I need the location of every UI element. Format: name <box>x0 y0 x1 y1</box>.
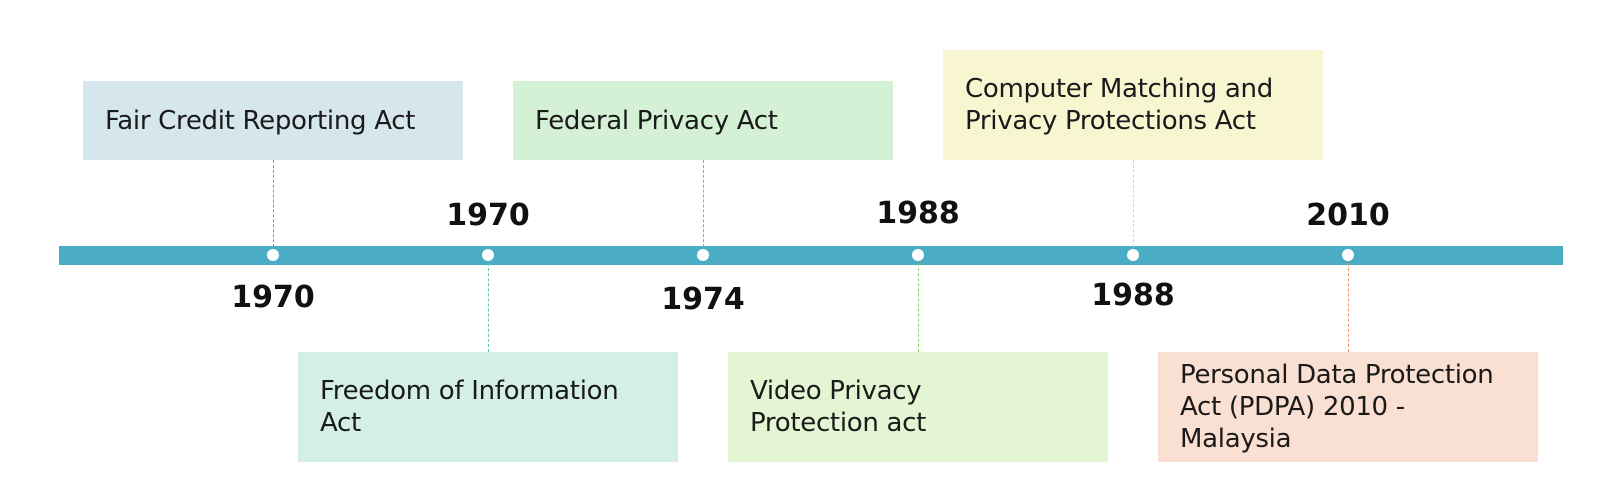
connector-line <box>273 160 274 252</box>
event-label: Computer Matching and Privacy Protection… <box>965 74 1273 136</box>
event-label: Personal Data Protection Act (PDPA) 2010… <box>1180 360 1494 454</box>
connector-line <box>703 160 704 252</box>
event-card: Freedom of Information Act <box>298 352 678 462</box>
event-label: Freedom of Information Act <box>320 376 619 438</box>
event-card: Personal Data Protection Act (PDPA) 2010… <box>1158 352 1538 462</box>
event-year: 1974 <box>661 282 745 317</box>
connector-line <box>1348 258 1349 352</box>
timeline-dot <box>697 249 709 261</box>
timeline-bar <box>59 246 1563 265</box>
connector-line <box>918 258 919 352</box>
event-year: 1970 <box>446 198 530 233</box>
timeline-dot <box>1342 249 1354 261</box>
event-label: Federal Privacy Act <box>535 105 778 136</box>
timeline-dot <box>912 249 924 261</box>
event-card: Video Privacy Protection act <box>728 352 1108 462</box>
event-card: Federal Privacy Act <box>513 81 893 160</box>
event-year: 1988 <box>1091 278 1175 313</box>
event-year: 2010 <box>1306 198 1390 233</box>
event-label: Video Privacy Protection act <box>750 376 927 438</box>
event-year: 1988 <box>876 196 960 231</box>
connector-line <box>488 258 489 352</box>
timeline-dot <box>1127 249 1139 261</box>
event-card: Computer Matching and Privacy Protection… <box>943 50 1323 160</box>
event-year: 1970 <box>231 280 315 315</box>
timeline-dot <box>267 249 279 261</box>
connector-line <box>1133 160 1134 252</box>
event-card: Fair Credit Reporting Act <box>83 81 463 160</box>
timeline-dot <box>482 249 494 261</box>
event-label: Fair Credit Reporting Act <box>105 105 416 136</box>
